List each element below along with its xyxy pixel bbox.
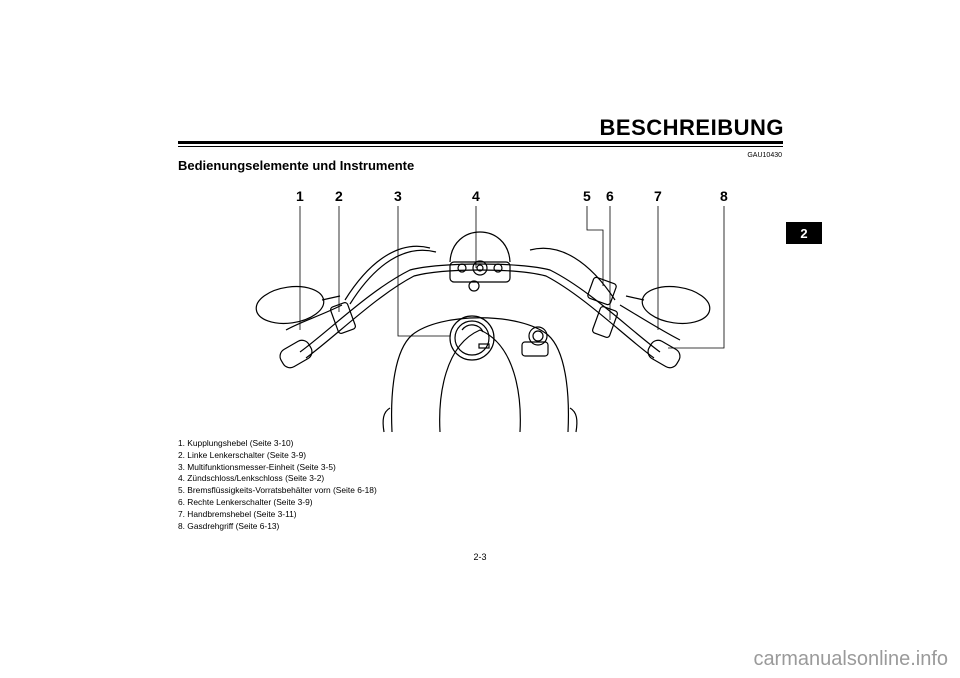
legend-item: 2. Linke Lenkerschalter (Seite 3-9): [178, 449, 307, 460]
brake-fluid-reservoir: [587, 276, 617, 306]
filler-cap: [528, 326, 548, 346]
callout-number: 3: [394, 188, 402, 204]
callout-number: 6: [606, 188, 614, 204]
throttle-grip: [647, 339, 681, 369]
page-number: 2-3: [473, 552, 487, 562]
document-code: GAU10430: [747, 152, 782, 159]
legend-item: 7. Handbremshebel (Seite 3-11): [178, 508, 297, 519]
header-rule-thin: [178, 146, 783, 147]
ignition-switch: [472, 260, 488, 276]
left-handlebar-switch: [329, 302, 357, 334]
left-mirror: [255, 285, 325, 325]
callout-number: 5: [583, 188, 591, 204]
callout-number: 4: [472, 188, 480, 204]
watermark: carmanualsonline.info: [753, 648, 948, 670]
legend-item: 1. Kupplungshebel (Seite 3-10): [178, 438, 294, 448]
section-heading: Bedienungselemente und Instrumente: [178, 158, 415, 173]
headlight: [449, 231, 511, 263]
handlebar-diagram: [255, 206, 725, 433]
handlebar: [299, 263, 661, 353]
legend-item: 8. Gasdrehgriff (Seite 6-13): [178, 520, 280, 531]
multifunction-meter: [449, 315, 495, 361]
legend-item: 3. Multifunktionsmesser-Einheit (Seite 3…: [178, 461, 336, 472]
page-header-title: BESCHREIBUNG: [599, 115, 784, 140]
clutch-lever: [285, 304, 343, 331]
callout-number: 8: [720, 188, 728, 204]
callout-number: 1: [296, 188, 304, 204]
fuel-tank: [391, 317, 569, 433]
legend-item: 4. Zündschloss/Lenkschloss (Seite 3-2): [178, 473, 325, 484]
callout-number: 2: [335, 188, 343, 204]
callout-number: 7: [654, 188, 662, 204]
section-tab: 2: [786, 222, 822, 244]
legend-item: 6. Rechte Lenkerschalter (Seite 3-9): [178, 496, 313, 507]
header-rule: [178, 141, 783, 144]
legend-list: 1. Kupplungshebel (Seite 3-10) 2. Linke …: [178, 438, 377, 532]
brake-lever: [619, 304, 681, 341]
left-grip: [279, 339, 313, 369]
right-mirror: [641, 285, 711, 325]
legend-item: 5. Bremsflüssigkeits-Vorratsbehälter vor…: [178, 485, 377, 496]
